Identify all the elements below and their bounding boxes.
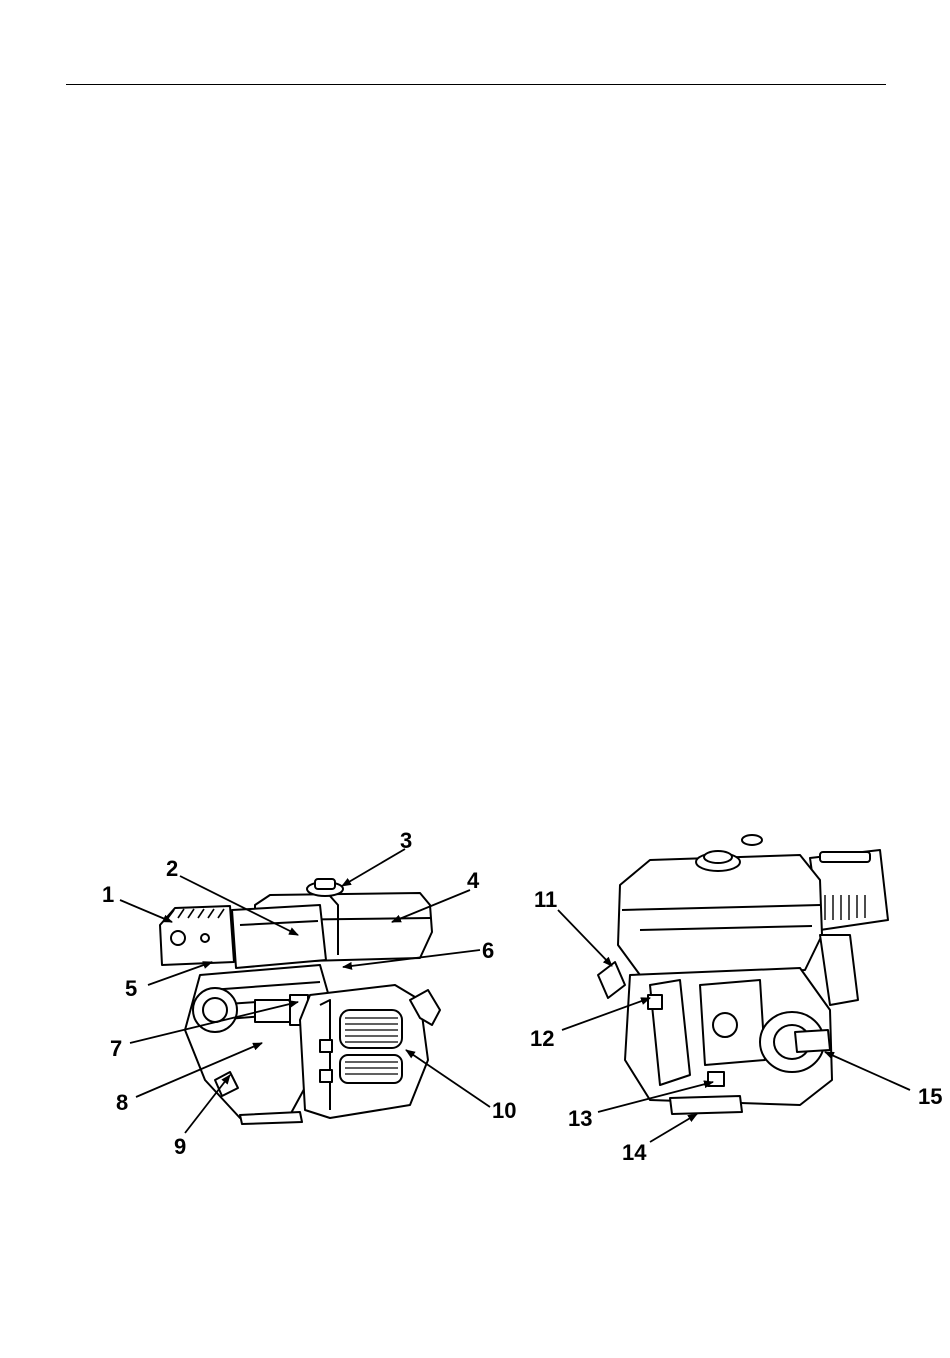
callout-1: 1 — [102, 884, 114, 906]
callout-4: 4 — [467, 870, 479, 892]
callout-10: 10 — [492, 1100, 516, 1122]
callout-15: 15 — [918, 1086, 942, 1108]
callout-8: 8 — [116, 1092, 128, 1114]
callout-13: 13 — [568, 1108, 592, 1130]
callout-5: 5 — [125, 978, 137, 1000]
callout-12: 12 — [530, 1028, 554, 1050]
callout-3: 3 — [400, 830, 412, 852]
callout-9: 9 — [174, 1136, 186, 1158]
callout-7: 7 — [110, 1038, 122, 1060]
left-engine-drawing — [160, 879, 440, 1124]
callout-11: 11 — [534, 889, 557, 911]
callout-2: 2 — [166, 858, 178, 880]
right-engine-drawing — [598, 835, 888, 1114]
callout-6: 6 — [482, 940, 494, 962]
callout-14: 14 — [622, 1142, 646, 1164]
